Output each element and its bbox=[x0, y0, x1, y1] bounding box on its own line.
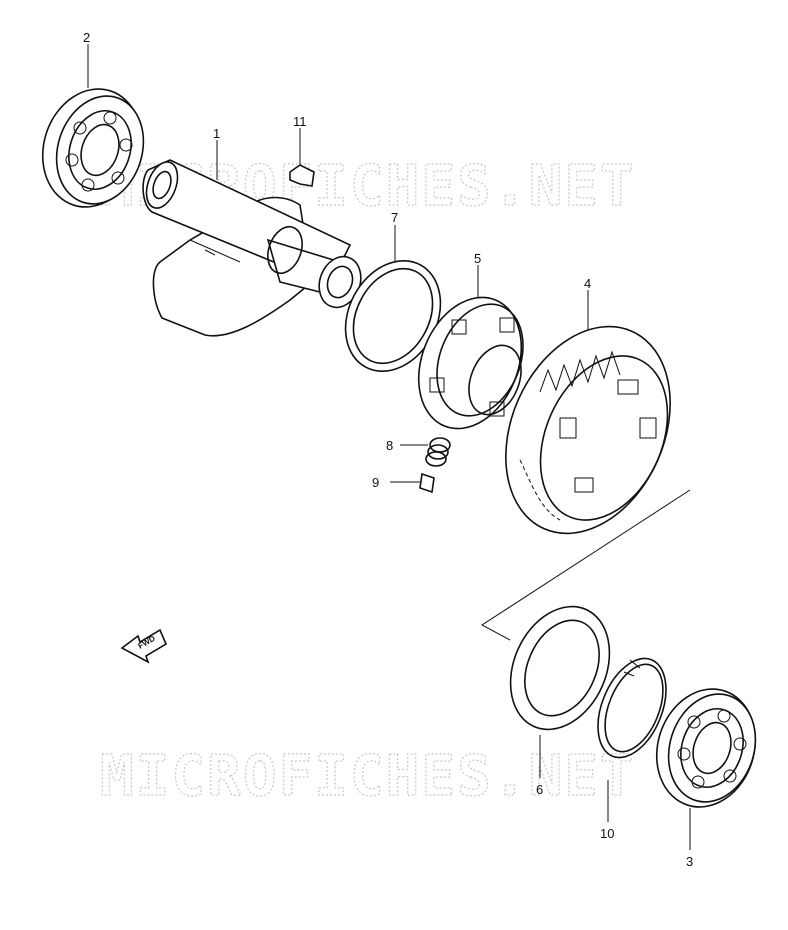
callout-10: 10 bbox=[600, 826, 614, 841]
callout-4: 4 bbox=[584, 276, 591, 291]
fwd-arrow-icon: FWD bbox=[120, 628, 168, 664]
callout-6: 6 bbox=[536, 782, 543, 797]
part-6-washer bbox=[509, 605, 611, 731]
callout-1: 1 bbox=[213, 126, 220, 141]
part-1-crankshaft bbox=[142, 159, 362, 337]
callout-2: 2 bbox=[83, 30, 90, 45]
part-3-bearing bbox=[655, 688, 757, 808]
callout-5: 5 bbox=[474, 251, 481, 266]
callout-3: 3 bbox=[686, 854, 693, 869]
watermark-bottom: MICROFICHES.NET bbox=[100, 744, 636, 809]
part-8-spring bbox=[425, 437, 451, 467]
leader-lines bbox=[87, 44, 691, 850]
part-10-circlip bbox=[597, 657, 667, 759]
part-9-pin bbox=[419, 472, 435, 494]
assembly-leader bbox=[481, 489, 691, 641]
callout-11: 11 bbox=[293, 114, 307, 129]
callout-9: 9 bbox=[372, 475, 379, 490]
part-2-bearing bbox=[41, 88, 145, 208]
part-5-hub bbox=[417, 296, 524, 430]
part-4-gear bbox=[505, 325, 671, 535]
callout-8: 8 bbox=[386, 438, 393, 453]
callout-7: 7 bbox=[391, 210, 398, 225]
